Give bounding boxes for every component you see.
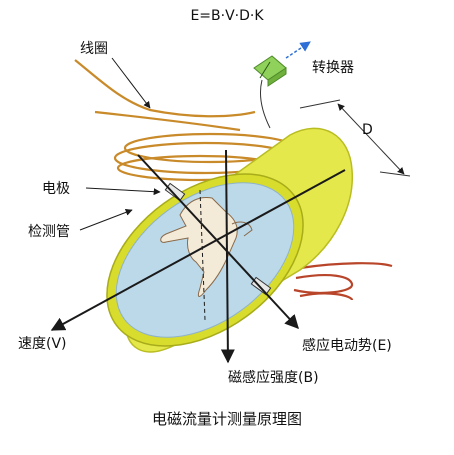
coil-leader <box>111 57 151 109</box>
converter-label: 转换器 <box>312 59 354 76</box>
converter-box-icon <box>253 55 287 87</box>
emf-label: 感应电动势(E) <box>302 337 392 354</box>
electrode-leader <box>85 187 161 196</box>
formula: E=B·V·D·K <box>190 8 264 24</box>
electrode-label: 电极 <box>42 181 70 197</box>
magnetic-field-arrow <box>220 149 235 364</box>
converter-arrow <box>285 41 311 59</box>
lower-coil <box>293 262 393 301</box>
diameter-label: D <box>362 122 373 138</box>
coil-label: 线圈 <box>80 41 108 57</box>
diameter-dimension <box>299 99 411 177</box>
converter-cable <box>259 79 271 129</box>
caption: 电磁流量计测量原理图 <box>152 410 302 428</box>
emf-arrow <box>137 154 299 330</box>
magnetic-field-label: 磁感应强度(B) <box>228 369 319 386</box>
measuring-tube-leader <box>79 208 133 231</box>
measuring-tube-label: 检测管 <box>28 224 70 240</box>
flow-axis-dashed <box>199 189 206 321</box>
velocity-label: 速度(V) <box>18 336 67 352</box>
velocity-arrow <box>50 169 346 331</box>
